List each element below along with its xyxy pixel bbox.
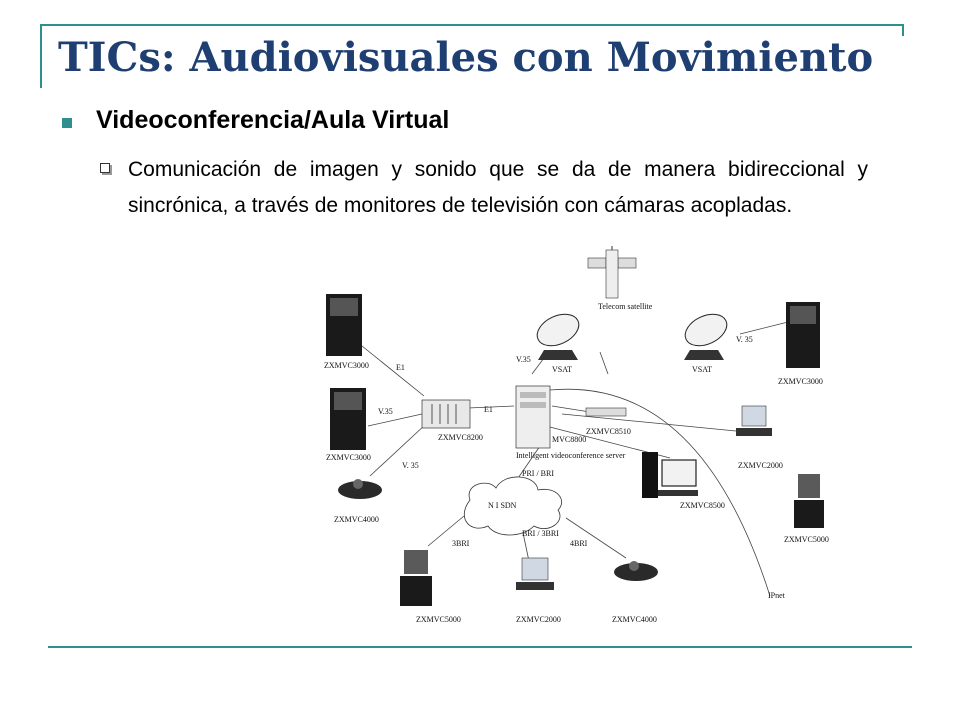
v35-top-right-label: V. 35 <box>736 335 753 344</box>
mvc8800-label: MVC8800 <box>552 435 586 444</box>
zxmvc8500-label: ZXMVC8500 <box>680 501 725 510</box>
zxmvc8510-label: ZXMVC8510 <box>586 427 631 436</box>
bullet-heading: Videoconferencia/Aula Virtual <box>96 106 450 134</box>
videoconference-server-icon <box>515 385 551 449</box>
videoconference-cabinet-top-icon <box>326 294 362 356</box>
zxmvc5000-bottom-label: ZXMVC5000 <box>416 615 461 624</box>
zxmvc4000-left-label: ZXMVC4000 <box>334 515 379 524</box>
bullet-paragraph: Comunicación de imagen y sonido que se d… <box>128 158 868 217</box>
server-caption-label: Intelligent videoconference server <box>516 451 626 460</box>
frame-line-top <box>40 24 904 26</box>
ipnet-label: IPnet <box>768 591 786 600</box>
frame-line-bottom <box>48 646 912 648</box>
vsat-dish-left-icon <box>536 313 580 360</box>
zxmvc3000-mid-label: ZXMVC3000 <box>326 453 371 462</box>
zxmvc2000-bottom-label: ZXMVC2000 <box>516 615 561 624</box>
v35-top-left-label: V.35 <box>516 355 531 364</box>
e1-left-label: E1 <box>396 363 405 372</box>
frame-line-left <box>40 24 42 88</box>
slide-title: TICs: Audiovisuales con Movimiento <box>58 34 874 81</box>
satellite-label: Telecom satellite <box>598 302 653 311</box>
vsat-left-label: VSAT <box>552 365 572 374</box>
zxmvc2000-right-label: ZXMVC2000 <box>738 461 783 470</box>
desktop-terminal-bottom-icon <box>516 557 554 590</box>
v35-left-label: V.35 <box>378 407 393 416</box>
vsat-right-label: VSAT <box>692 365 712 374</box>
videoconference-rollabout-bottom-icon <box>400 550 432 606</box>
telecom-satellite-icon <box>587 246 637 299</box>
vsat-dish-right-icon <box>684 313 728 360</box>
computer-workstation-icon <box>642 452 698 498</box>
nisdn-label: N I SDN <box>488 501 517 510</box>
connection-lines <box>361 321 789 597</box>
network-diagram: Telecom satellite VSAT VSAT V.35 V. 35 Z… <box>324 246 829 624</box>
frame-line-right <box>902 24 904 36</box>
bri3-label: 3BRI <box>452 539 470 548</box>
desktop-terminal-right-icon <box>736 405 772 436</box>
videoconference-cabinet-right-icon <box>786 302 820 368</box>
zxmvc5000-right-label: ZXMVC5000 <box>784 535 829 544</box>
zxmvc3000-right-label: ZXMVC3000 <box>778 377 823 386</box>
bri4-label: 4BRI <box>570 539 588 548</box>
zxmvc8200-label: ZXMVC8200 <box>438 433 483 442</box>
zxmvc3000-top-label: ZXMVC3000 <box>324 361 369 370</box>
sub-bullet-checkbox-icon <box>100 163 110 173</box>
videoconference-rollabout-right-icon <box>794 474 824 528</box>
set-top-camera-left-icon <box>338 479 382 499</box>
videoconference-cabinet-mid-icon <box>330 388 366 450</box>
mcu-unit-icon <box>421 399 471 429</box>
gateway-device-icon <box>585 407 627 417</box>
bri-mid-label: BRI / 3BRI <box>522 529 559 538</box>
pri-bri-label: PRI / BRI <box>522 469 554 478</box>
isdn-cloud-icon <box>463 476 563 536</box>
v35-bottom-left-label: V. 35 <box>402 461 419 470</box>
e1-mid-label: E1 <box>484 405 493 414</box>
bullet-square-icon <box>62 118 72 128</box>
set-top-camera-bottom-icon <box>614 561 658 581</box>
zxmvc4000-bottom-label: ZXMVC4000 <box>612 615 657 624</box>
